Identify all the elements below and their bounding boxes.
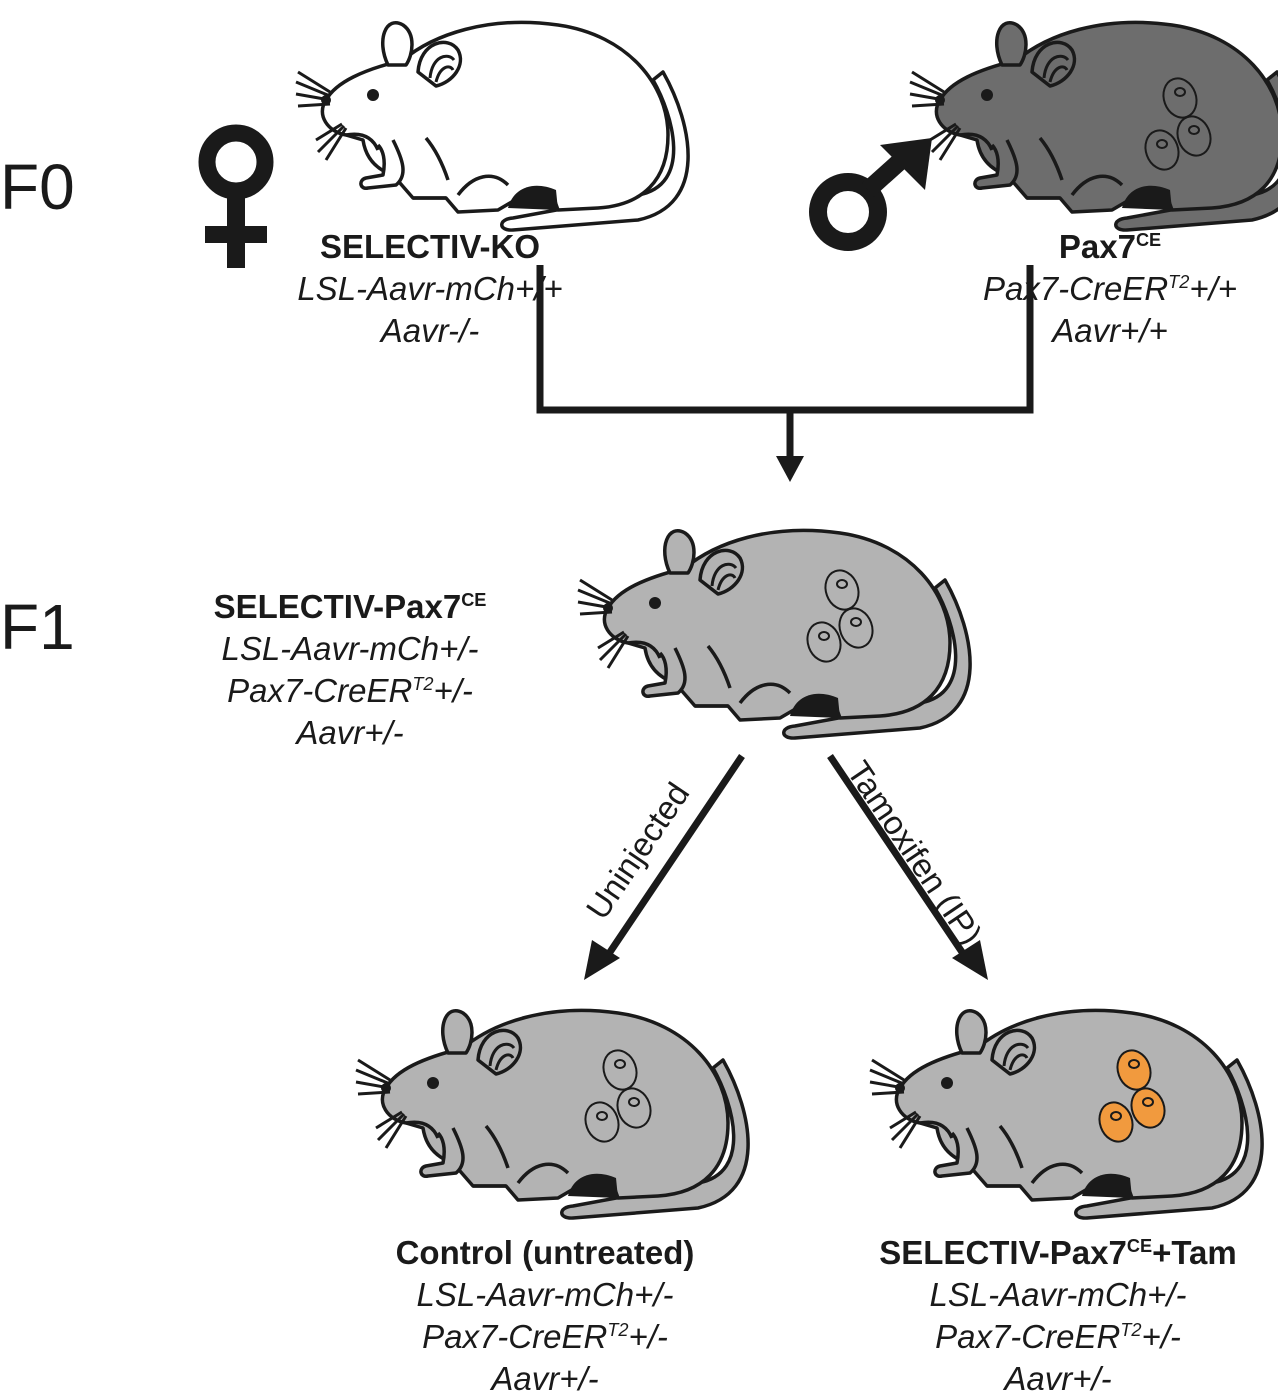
male-parent-name-main: Pax7 bbox=[1058, 228, 1136, 265]
f1-geno2-sup: T2 bbox=[412, 674, 434, 694]
female-parent-mouse bbox=[294, 20, 690, 232]
female-symbol-icon bbox=[198, 124, 274, 268]
treated-geno2-sup: T2 bbox=[1120, 1320, 1142, 1340]
male-parent-mouse bbox=[908, 20, 1278, 232]
f1-name-main: SELECTIV-Pax7 bbox=[213, 588, 462, 625]
f1-offspring-name: SELECTIV-Pax7CE bbox=[214, 588, 487, 625]
cross-bracket bbox=[536, 265, 1034, 458]
treated-genotype-3: Aavr+/- bbox=[1004, 1360, 1112, 1397]
female-parent-genotype-1: LSL-Aavr-mCh+/+ bbox=[297, 270, 563, 307]
control-mouse bbox=[354, 1008, 750, 1220]
treated-label: SELECTIV-Pax7CE+Tam LSL-Aavr-mCh+/- Pax7… bbox=[848, 1232, 1268, 1400]
control-name: Control (untreated) bbox=[395, 1234, 695, 1271]
treated-name-sup: CE bbox=[1126, 1236, 1153, 1256]
control-geno2-sup: T2 bbox=[607, 1320, 629, 1340]
control-genotype-3: Aavr+/- bbox=[491, 1360, 599, 1397]
control-label: Control (untreated) LSL-Aavr-mCh+/- Pax7… bbox=[345, 1232, 745, 1400]
male-geno1-sup: T2 bbox=[1168, 272, 1190, 292]
male-parent-label: Pax7CE Pax7-CreERT2+/+ Aavr+/+ bbox=[950, 226, 1270, 352]
male-parent-genotype-1: Pax7-CreERT2+/+ bbox=[950, 268, 1270, 310]
treated-mouse bbox=[868, 1008, 1264, 1220]
male-parent-genotype-2: Aavr+/+ bbox=[1052, 312, 1168, 349]
control-geno2-main: Pax7-CreER bbox=[422, 1318, 608, 1355]
male-geno1-tail: +/+ bbox=[1189, 270, 1238, 307]
generation-label-f1: F1 bbox=[0, 591, 75, 663]
control-genotype-2: Pax7-CreERT2+/- bbox=[345, 1316, 745, 1358]
f1-offspring-label: SELECTIV-Pax7CE LSL-Aavr-mCh+/- Pax7-Cre… bbox=[160, 586, 540, 754]
generation-label-f0: F0 bbox=[0, 151, 75, 223]
f1-geno2-main: Pax7-CreER bbox=[227, 672, 413, 709]
uninjected-arrow bbox=[584, 754, 745, 980]
tamoxifen-arrow bbox=[827, 754, 988, 980]
control-geno2-tail: +/- bbox=[628, 1318, 668, 1355]
treated-name-main: SELECTIV-Pax7 bbox=[879, 1234, 1127, 1271]
treated-name-tail: +Tam bbox=[1152, 1234, 1237, 1271]
male-parent-name: Pax7CE bbox=[1059, 228, 1161, 265]
f1-offspring-genotype-2: Pax7-CreERT2+/- bbox=[160, 670, 540, 712]
female-parent-genotype-2: Aavr-/- bbox=[380, 312, 480, 349]
treated-genotype-2: Pax7-CreERT2+/- bbox=[848, 1316, 1268, 1358]
f1-geno2-tail: +/- bbox=[433, 672, 473, 709]
treated-geno2-main: Pax7-CreER bbox=[935, 1318, 1121, 1355]
female-parent-name: SELECTIV-KO bbox=[319, 228, 541, 265]
f1-offspring-genotype-1: LSL-Aavr-mCh+/- bbox=[221, 630, 479, 667]
male-parent-name-sup: CE bbox=[1135, 230, 1162, 250]
f1-offspring-genotype-3: Aavr+/- bbox=[296, 714, 404, 751]
treated-genotype-1: LSL-Aavr-mCh+/- bbox=[929, 1276, 1187, 1313]
cross-arrowhead bbox=[776, 456, 804, 482]
male-symbol-icon bbox=[809, 138, 932, 251]
male-geno1-main: Pax7-CreER bbox=[982, 270, 1169, 307]
treated-geno2-tail: +/- bbox=[1141, 1318, 1181, 1355]
female-parent-label: SELECTIV-KO LSL-Aavr-mCh+/+ Aavr-/- bbox=[250, 226, 610, 352]
control-genotype-1: LSL-Aavr-mCh+/- bbox=[416, 1276, 674, 1313]
f1-offspring-mouse bbox=[576, 528, 972, 740]
f1-name-sup: CE bbox=[461, 590, 487, 610]
treated-name: SELECTIV-Pax7CE+Tam bbox=[879, 1234, 1237, 1271]
